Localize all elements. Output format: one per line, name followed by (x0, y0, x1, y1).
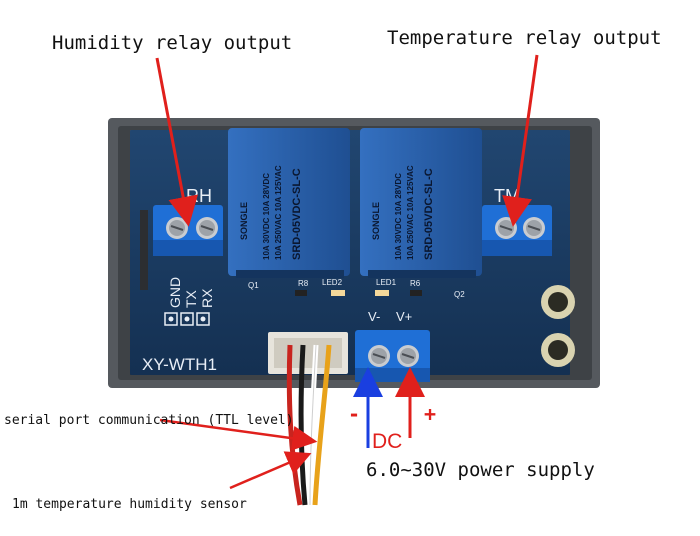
side-pins (140, 210, 148, 290)
relay-left-rating2: 10A 30VDC 10A 28VDC (262, 173, 271, 260)
arrow-sensor (229, 451, 312, 490)
relay-left-brand: SONGLE (239, 202, 249, 240)
silk-r6: R6 (410, 279, 421, 288)
arrow-humidity (155, 57, 198, 227)
relay-humidity (228, 128, 350, 278)
silk-vplus: V+ (396, 309, 412, 324)
terminal-block-power (355, 330, 430, 382)
serial-header (164, 312, 210, 326)
temperature-relay-label: Temperature relay output (387, 27, 662, 49)
dc-label: DC (372, 430, 403, 453)
relay-right-model: SRD-05VDC-SL-C (423, 168, 435, 260)
humidity-relay-label: Humidity relay output (52, 32, 293, 54)
silk-model: XY-WTH1 (142, 355, 217, 374)
power-supply-label: 6.0~30V power supply (366, 459, 595, 481)
minus-sign: - (348, 402, 361, 426)
sensor-connector (268, 332, 348, 374)
silk-rh: RH (186, 186, 212, 206)
plus-sign: + (424, 402, 437, 426)
relay-left-rating1: 10A 250VAC 10A 125VAC (274, 165, 283, 260)
silk-tx: TX (183, 289, 199, 308)
silk-rx: RX (199, 288, 215, 308)
silk-led1: LED1 (376, 278, 397, 287)
serial-label: serial port communication (TTL level) (4, 413, 294, 428)
relay-right-rating1: 10A 250VAC 10A 125VAC (406, 165, 415, 260)
arrow-temperature (502, 54, 539, 227)
relay-temperature (360, 128, 482, 278)
terminal-block-tm (482, 205, 552, 256)
sensor-label: 1m temperature humidity sensor (12, 497, 247, 512)
arrow-serial (159, 418, 318, 451)
relay-right-brand: SONGLE (371, 202, 381, 240)
silk-gnd: GND (167, 277, 183, 308)
silk-q1: Q1 (248, 281, 259, 290)
capacitors (541, 285, 575, 367)
silk-vminus: V- (368, 309, 380, 324)
terminal-block-rh (153, 205, 223, 256)
relay-left-model: SRD-05VDC-SL-C (291, 168, 303, 260)
relay-right-rating2: 10A 30VDC 10A 28VDC (394, 173, 403, 260)
silk-led2: LED2 (322, 278, 343, 287)
silk-q2: Q2 (454, 290, 465, 299)
silk-r8: R8 (298, 279, 309, 288)
